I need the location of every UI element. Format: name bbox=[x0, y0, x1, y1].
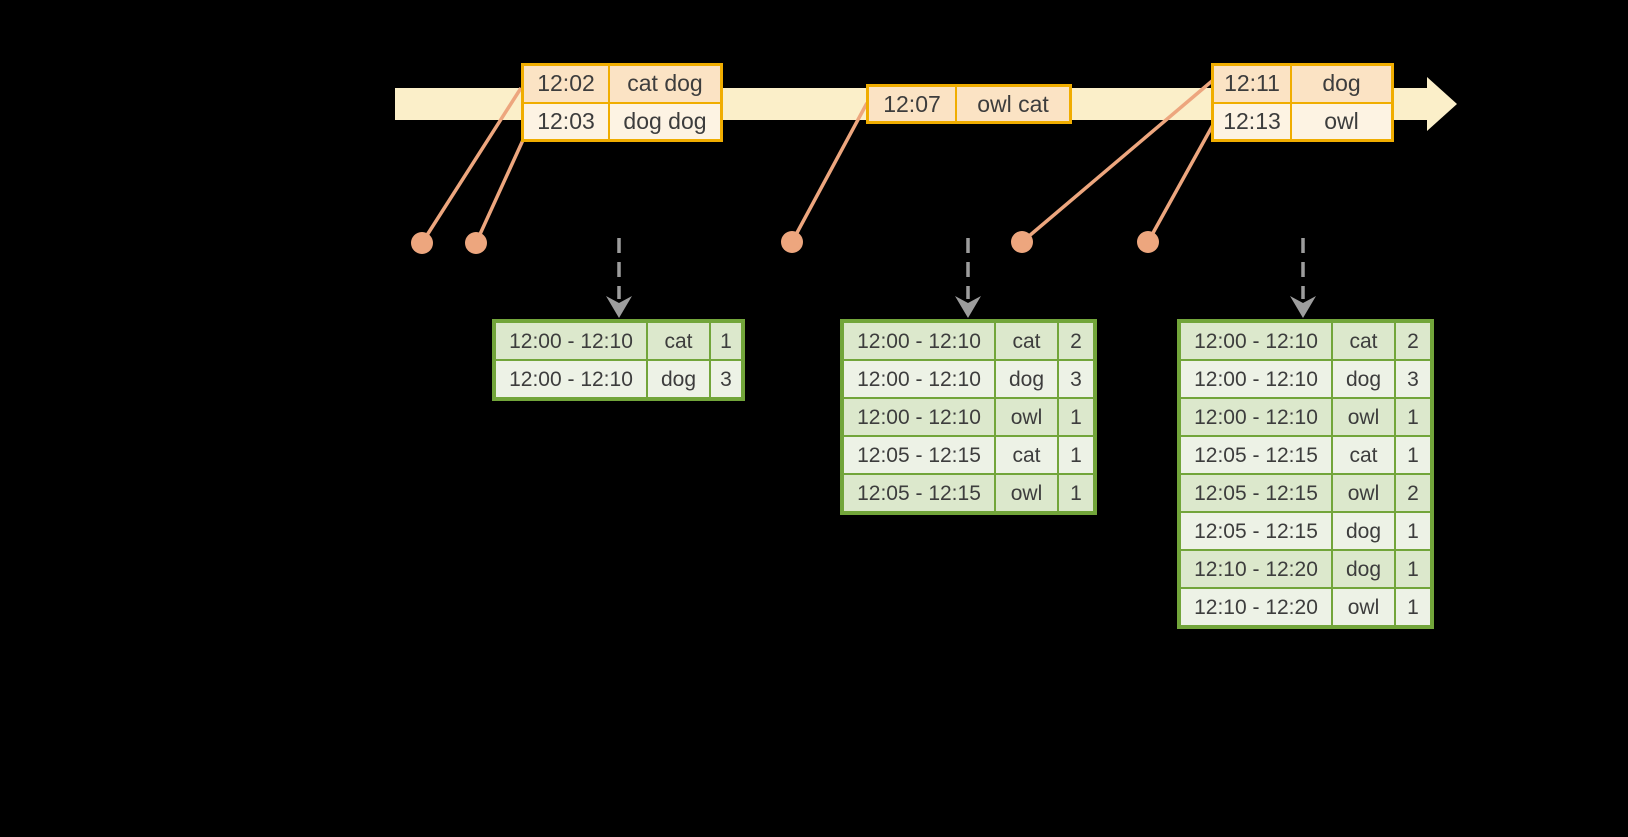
result-count-cell: 1 bbox=[1059, 437, 1093, 473]
event-table-2: 12:07 owl cat bbox=[866, 84, 1072, 124]
result-count-cell: 2 bbox=[1396, 475, 1430, 511]
result-window-cell: 12:05 - 12:15 bbox=[1181, 475, 1331, 511]
event-time-cell: 12:07 bbox=[869, 87, 955, 121]
result-count-cell: 1 bbox=[1396, 589, 1430, 625]
result-word-cell: owl bbox=[1333, 399, 1394, 435]
result-word-cell: dog bbox=[996, 361, 1057, 397]
event-time-cell: 12:03 bbox=[524, 103, 608, 139]
table-row: 12:00 - 12:10 cat 1 bbox=[496, 323, 741, 359]
event-words-cell: cat dog bbox=[610, 66, 720, 102]
result-window-cell: 12:00 - 12:10 bbox=[496, 323, 646, 359]
table-row: 12:05 - 12:15 cat 1 bbox=[844, 437, 1093, 473]
event-line-1213 bbox=[1146, 122, 1216, 243]
result-count-cell: 1 bbox=[1059, 399, 1093, 435]
down-arrow-icon bbox=[606, 296, 632, 318]
result-word-cell: owl bbox=[1333, 589, 1394, 625]
event-marker-icon bbox=[465, 232, 487, 254]
timeline-arrowhead-icon bbox=[1427, 77, 1457, 131]
result-window-cell: 12:00 - 12:10 bbox=[1181, 323, 1331, 359]
result-count-cell: 3 bbox=[1059, 361, 1093, 397]
event-leader-lines bbox=[420, 79, 1216, 244]
result-word-cell: dog bbox=[1333, 513, 1394, 549]
result-count-cell: 3 bbox=[1396, 361, 1430, 397]
event-time-cell: 12:11 bbox=[1214, 66, 1290, 102]
result-window-cell: 12:00 - 12:10 bbox=[496, 361, 646, 397]
event-row: 12:03 dog dog bbox=[524, 103, 720, 139]
result-word-cell: dog bbox=[1333, 361, 1394, 397]
result-word-cell: cat bbox=[1333, 437, 1394, 473]
event-time-cell: 12:13 bbox=[1214, 103, 1290, 139]
table-row: 12:00 - 12:10 dog 3 bbox=[496, 361, 741, 397]
table-row: 12:00 - 12:10 dog 3 bbox=[844, 361, 1093, 397]
event-table-3: 12:11 dog 12:13 owl bbox=[1211, 63, 1394, 142]
result-count-cell: 2 bbox=[1059, 323, 1093, 359]
event-time-cell: 12:02 bbox=[524, 66, 608, 102]
trigger-arrows bbox=[606, 238, 1316, 318]
event-row: 12:07 owl cat bbox=[869, 87, 1069, 121]
event-marker-icon bbox=[781, 231, 803, 253]
result-word-cell: dog bbox=[1333, 551, 1394, 587]
result-window-cell: 12:10 - 12:20 bbox=[1181, 589, 1331, 625]
table-row: 12:00 - 12:10 owl 1 bbox=[1181, 399, 1430, 435]
result-word-cell: dog bbox=[648, 361, 709, 397]
table-row: 12:10 - 12:20 owl 1 bbox=[1181, 589, 1430, 625]
event-line-1202 bbox=[420, 87, 523, 244]
result-word-cell: owl bbox=[1333, 475, 1394, 511]
event-words-cell: owl bbox=[1292, 103, 1391, 139]
event-words-cell: dog dog bbox=[610, 103, 720, 139]
result-count-cell: 1 bbox=[1396, 437, 1430, 473]
result-window-cell: 12:05 - 12:15 bbox=[844, 475, 994, 511]
result-word-cell: owl bbox=[996, 475, 1057, 511]
result-window-cell: 12:00 - 12:10 bbox=[844, 399, 994, 435]
down-arrow-icon bbox=[955, 296, 981, 318]
event-markers bbox=[411, 231, 1159, 254]
result-window-cell: 12:05 - 12:15 bbox=[1181, 437, 1331, 473]
result-word-cell: cat bbox=[648, 323, 709, 359]
result-count-cell: 2 bbox=[1396, 323, 1430, 359]
result-word-cell: cat bbox=[996, 323, 1057, 359]
result-window-cell: 12:00 - 12:10 bbox=[844, 361, 994, 397]
event-row: 12:11 dog bbox=[1214, 66, 1391, 102]
result-count-cell: 3 bbox=[711, 361, 741, 397]
table-row: 12:10 - 12:20 dog 1 bbox=[1181, 551, 1430, 587]
down-arrow-icon bbox=[1290, 296, 1316, 318]
table-row: 12:00 - 12:10 dog 3 bbox=[1181, 361, 1430, 397]
table-row: 12:00 - 12:10 cat 2 bbox=[844, 323, 1093, 359]
result-count-cell: 1 bbox=[711, 323, 741, 359]
event-line-1203 bbox=[474, 139, 525, 244]
event-row: 12:13 owl bbox=[1214, 103, 1391, 139]
result-window-cell: 12:05 - 12:15 bbox=[844, 437, 994, 473]
event-marker-icon bbox=[411, 232, 433, 254]
result-count-cell: 1 bbox=[1396, 399, 1430, 435]
result-table-3: 12:00 - 12:10 cat 2 12:00 - 12:10 dog 3 … bbox=[1177, 319, 1434, 629]
table-row: 12:00 - 12:10 cat 2 bbox=[1181, 323, 1430, 359]
event-row: 12:02 cat dog bbox=[524, 66, 720, 102]
result-word-cell: cat bbox=[1333, 323, 1394, 359]
table-row: 12:05 - 12:15 dog 1 bbox=[1181, 513, 1430, 549]
result-window-cell: 12:05 - 12:15 bbox=[1181, 513, 1331, 549]
result-table-1: 12:00 - 12:10 cat 1 12:00 - 12:10 dog 3 bbox=[492, 319, 745, 401]
event-marker-icon bbox=[1137, 231, 1159, 253]
result-count-cell: 1 bbox=[1059, 475, 1093, 511]
result-window-cell: 12:00 - 12:10 bbox=[1181, 399, 1331, 435]
result-window-cell: 12:10 - 12:20 bbox=[1181, 551, 1331, 587]
table-row: 12:05 - 12:15 cat 1 bbox=[1181, 437, 1430, 473]
event-words-cell: owl cat bbox=[957, 87, 1069, 121]
result-word-cell: owl bbox=[996, 399, 1057, 435]
table-row: 12:00 - 12:10 owl 1 bbox=[844, 399, 1093, 435]
table-row: 12:05 - 12:15 owl 1 bbox=[844, 475, 1093, 511]
event-words-cell: dog bbox=[1292, 66, 1391, 102]
event-table-1: 12:02 cat dog 12:03 dog dog bbox=[521, 63, 723, 142]
event-line-1211 bbox=[1020, 79, 1214, 244]
event-marker-icon bbox=[1011, 231, 1033, 253]
result-window-cell: 12:00 - 12:10 bbox=[844, 323, 994, 359]
result-window-cell: 12:00 - 12:10 bbox=[1181, 361, 1331, 397]
table-row: 12:05 - 12:15 owl 2 bbox=[1181, 475, 1430, 511]
result-table-2: 12:00 - 12:10 cat 2 12:00 - 12:10 dog 3 … bbox=[840, 319, 1097, 515]
event-line-1207 bbox=[790, 102, 869, 243]
result-count-cell: 1 bbox=[1396, 551, 1430, 587]
result-count-cell: 1 bbox=[1396, 513, 1430, 549]
result-word-cell: cat bbox=[996, 437, 1057, 473]
